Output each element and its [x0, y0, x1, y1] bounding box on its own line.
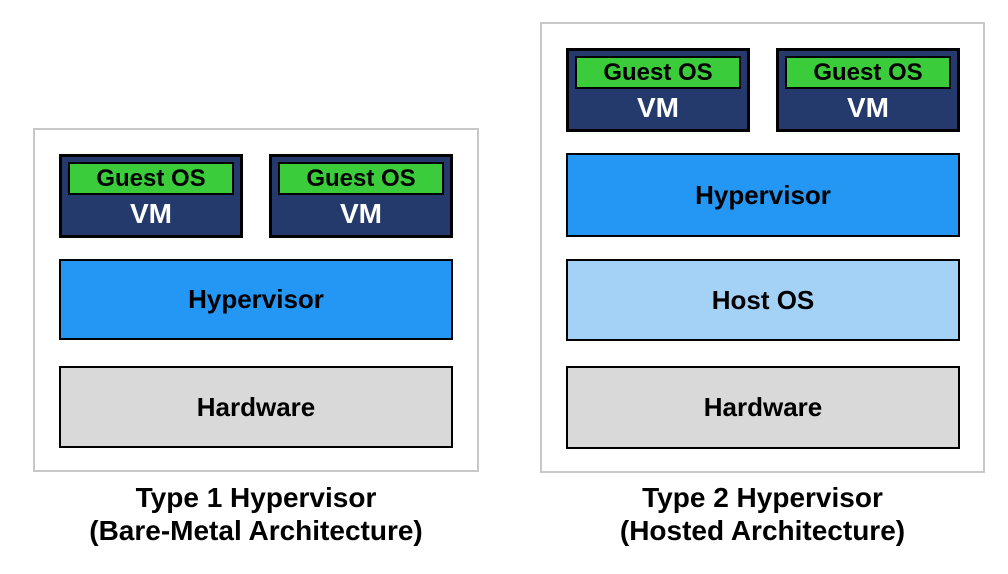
type1-panel: Guest OS VM Guest OS VM Hypervisor Hardw…	[33, 128, 479, 472]
guest-os-box: Guest OS	[575, 56, 741, 89]
type2-hardware-layer: Hardware	[566, 366, 960, 449]
guest-os-label: Guest OS	[813, 58, 923, 86]
type2-caption-line2: (Hosted Architecture)	[619, 515, 906, 546]
type1-caption: Type 1 Hypervisor (Bare-Metal Architectu…	[33, 481, 479, 547]
guest-os-label: Guest OS	[306, 164, 416, 192]
guest-os-box: Guest OS	[278, 162, 444, 195]
type1-caption-line1: Type 1 Hypervisor	[135, 482, 377, 513]
vm-label: VM	[340, 197, 382, 229]
vm-label: VM	[847, 91, 889, 123]
type2-vm-box-1: Guest OS VM	[566, 48, 750, 132]
type1-vm-box-1: Guest OS VM	[59, 154, 243, 238]
guest-os-label: Guest OS	[603, 58, 713, 86]
type1-vm-row: Guest OS VM Guest OS VM	[59, 154, 453, 238]
type1-vm-box-2: Guest OS VM	[269, 154, 453, 238]
vm-label: VM	[637, 91, 679, 123]
type2-host-os-layer: Host OS	[566, 259, 960, 341]
type1-hardware-layer: Hardware	[59, 366, 453, 448]
type2-panel: Guest OS VM Guest OS VM Hypervisor Host …	[540, 22, 985, 473]
type1-hypervisor-layer: Hypervisor	[59, 259, 453, 340]
type2-caption-line1: Type 2 Hypervisor	[642, 482, 883, 513]
guest-os-box: Guest OS	[68, 162, 234, 195]
type1-caption-line2: (Bare-Metal Architecture)	[89, 515, 423, 546]
type2-vm-box-2: Guest OS VM	[776, 48, 960, 132]
type2-caption: Type 2 Hypervisor (Hosted Architecture)	[540, 481, 985, 547]
guest-os-label: Guest OS	[96, 164, 206, 192]
vm-label: VM	[130, 197, 172, 229]
type2-hypervisor-layer: Hypervisor	[566, 153, 960, 237]
type2-vm-row: Guest OS VM Guest OS VM	[566, 48, 960, 132]
guest-os-box: Guest OS	[785, 56, 951, 89]
